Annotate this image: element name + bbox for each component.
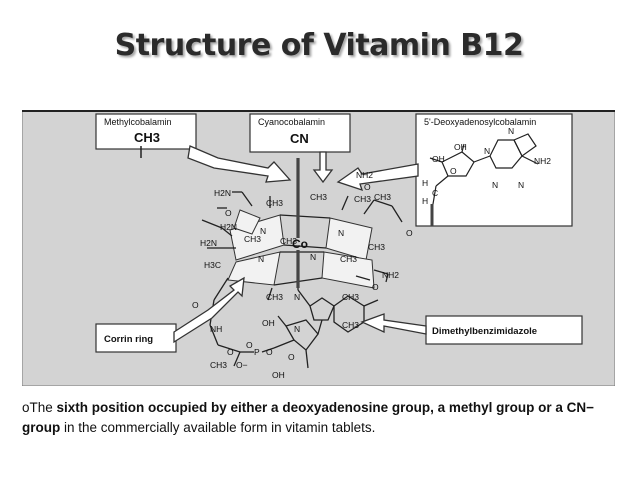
- atom-labels: H2N O CH3 CH3 NH2 O CH3 CH3 O H2N N H2N …: [192, 126, 551, 380]
- atom-label: CH3: [310, 192, 327, 202]
- methylcobalamin-label: Methylcobalamin: [104, 117, 172, 127]
- bullet: o: [22, 400, 30, 415]
- atom-label: H3C: [204, 260, 221, 270]
- caption-bold: sixth position occupied by either a deox…: [22, 400, 594, 435]
- atom-label: O: [372, 282, 379, 292]
- cyano-group-label: CN: [290, 131, 309, 146]
- atom-label: N: [508, 126, 514, 136]
- atom-label: CH3: [342, 292, 359, 302]
- atom-label: OH: [432, 154, 445, 164]
- atom-label: OH: [262, 318, 275, 328]
- methyl-group-label: CH3: [134, 130, 160, 145]
- atom-label: N: [258, 254, 264, 264]
- atom-label: N: [294, 292, 300, 302]
- atom-label: P: [254, 347, 260, 357]
- dmb-box: [425, 315, 583, 345]
- caption-text-2: in the commercially available form in vi…: [60, 420, 376, 435]
- atom-label: H2N: [200, 238, 217, 248]
- atom-label: CH3: [340, 254, 357, 264]
- dmb-label: Dimethylbenzimidazole: [432, 326, 537, 337]
- atom-label: CH3: [280, 236, 297, 246]
- atom-label: CH3: [244, 234, 261, 244]
- atom-label: O−: [236, 360, 248, 370]
- atom-label: O: [406, 228, 413, 238]
- atom-label: CH3: [368, 242, 385, 252]
- caption-text-1: The: [29, 400, 57, 415]
- corrin-ring-box: [95, 323, 177, 353]
- atom-label: CH3: [210, 360, 227, 370]
- atom-label: N: [310, 252, 316, 262]
- cobalt-label: Co: [292, 237, 308, 251]
- deoxyadenosylcobalamin-label: 5'-Deoxyadenosylcobalamin: [424, 117, 536, 127]
- atom-label: CH3: [266, 198, 283, 208]
- atom-label: CH3: [354, 194, 371, 204]
- atom-label: CH3: [374, 192, 391, 202]
- methylcobalamin-box: [95, 113, 197, 150]
- atom-label: O: [225, 208, 232, 218]
- atom-label: H: [422, 196, 428, 206]
- atom-label: OH: [454, 142, 467, 152]
- atom-label: NH2: [356, 170, 373, 180]
- atom-label: O: [227, 347, 234, 357]
- atom-label: N: [484, 146, 490, 156]
- atom-label: O: [192, 300, 199, 310]
- atom-label: N: [492, 180, 498, 190]
- caption: oThe sixth position occupied by either a…: [22, 398, 616, 438]
- atom-label: O: [364, 182, 371, 192]
- atom-label: NH2: [382, 270, 399, 280]
- cyanocobalamin-box: [249, 113, 351, 153]
- atom-label: H: [422, 178, 428, 188]
- atom-label: N: [338, 228, 344, 238]
- deoxyadenosylcobalamin-box: [415, 113, 573, 227]
- pointer-arrows: [173, 145, 427, 344]
- atom-label: CH3: [266, 292, 283, 302]
- atom-label: O: [288, 352, 295, 362]
- atom-label: H2N: [214, 188, 231, 198]
- atom-label: OH: [272, 370, 285, 380]
- atom-label: N: [294, 324, 300, 334]
- atom-label: NH: [210, 324, 222, 334]
- atom-label: NH2: [534, 156, 551, 166]
- corrin-ring-label: Corrin ring: [104, 334, 153, 345]
- cyanocobalamin-label: Cyanocobalamin: [258, 117, 325, 127]
- atom-label: CH3: [342, 320, 359, 330]
- atom-label: N: [260, 226, 266, 236]
- atom-label: O: [246, 340, 253, 350]
- adenosyl-bonds: [429, 133, 539, 211]
- slide-title: Structure of Vitamin B12: [114, 28, 524, 63]
- atom-label: C: [432, 188, 438, 198]
- atom-label: O: [266, 347, 273, 357]
- atom-label: H2N: [220, 222, 237, 232]
- vitamin-b12-structure-figure: Methylcobalamin CH3 Cyanocobalamin CN 5'…: [22, 110, 615, 386]
- atom-label: N: [518, 180, 524, 190]
- atom-label: O: [450, 166, 457, 176]
